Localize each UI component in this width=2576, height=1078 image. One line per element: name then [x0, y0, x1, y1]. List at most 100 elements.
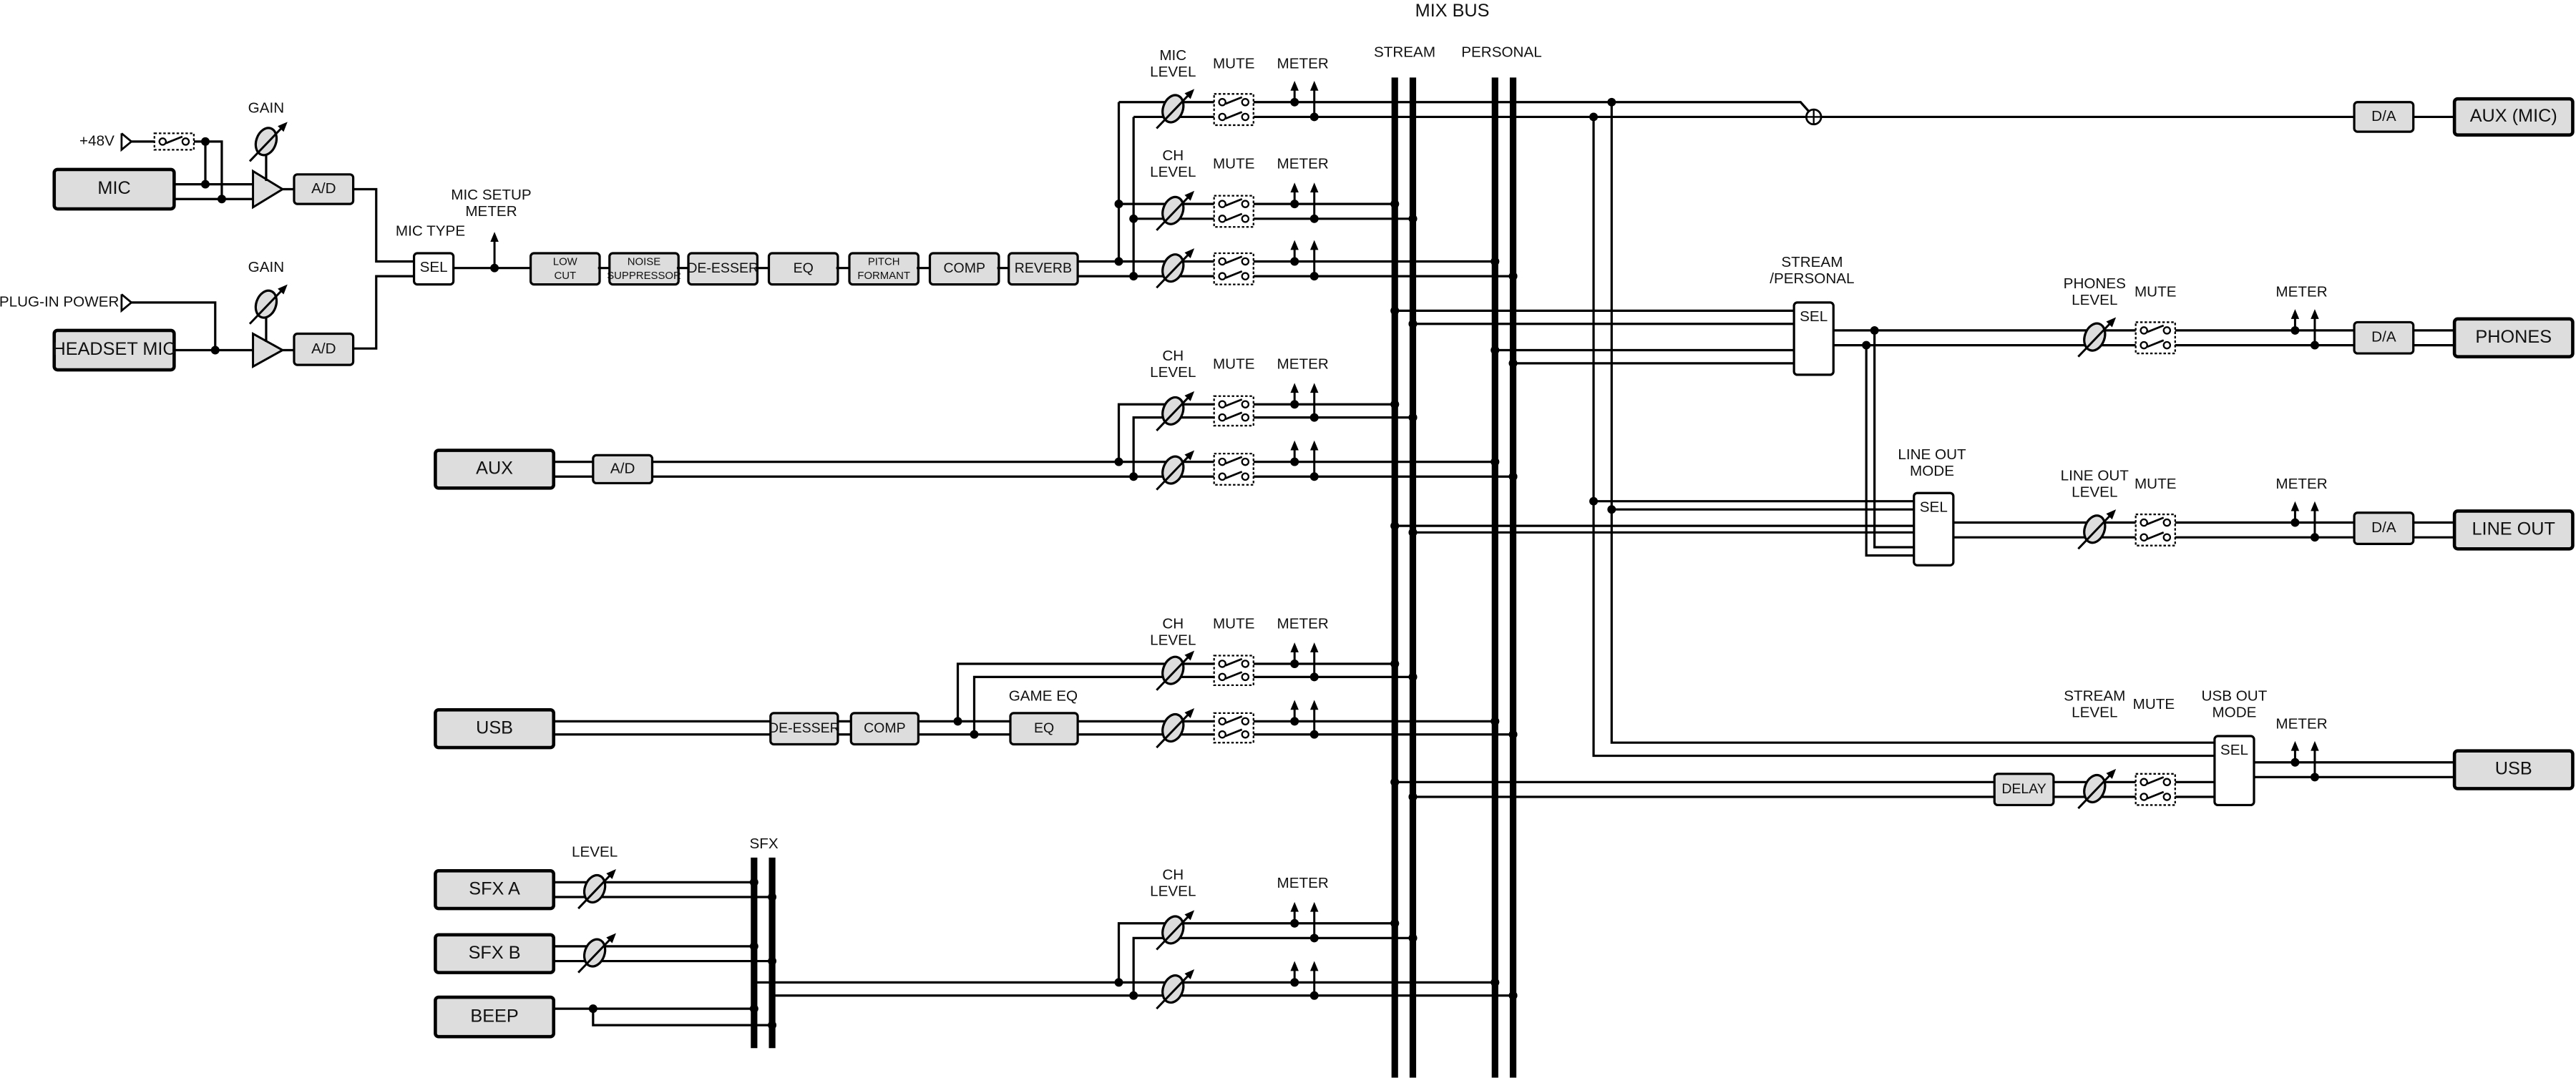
sfx-bus-label: SFX	[750, 836, 779, 852]
amplifier-icon	[252, 331, 285, 368]
mute-switch[interactable]	[153, 132, 195, 151]
mute-switch[interactable]	[2135, 773, 2176, 806]
junction-dot	[1408, 934, 1418, 943]
mute-switch-box[interactable]	[1213, 93, 1254, 127]
mute-switch[interactable]	[1213, 195, 1254, 228]
plugin-power-label: PLUG-IN POWER	[0, 293, 119, 310]
arrow-head	[2290, 740, 2300, 751]
arrow-head	[1184, 89, 1195, 99]
mute-switch-box[interactable]	[1213, 395, 1254, 427]
switch-contact-icon	[1218, 660, 1226, 668]
arrow-head	[1309, 901, 1319, 912]
mute-switch[interactable]	[1213, 93, 1254, 127]
pitch-formant-block-label: PITCH	[868, 256, 900, 268]
mute-switch[interactable]	[2135, 321, 2176, 355]
level-arrow-icon	[1156, 910, 1195, 951]
switch-blade-icon	[2147, 531, 2165, 540]
sfx-a-input-label: SFX A	[469, 878, 520, 898]
arrow-head	[1290, 642, 1299, 652]
arrow-head	[1184, 650, 1195, 661]
power-source-icon	[120, 293, 133, 313]
meter-arrow-icon	[2311, 740, 2319, 778]
meter-arrow-icon	[2290, 740, 2300, 763]
junction-dot	[953, 717, 962, 726]
mute-switch-box[interactable]	[2135, 321, 2176, 355]
switch-contact-icon	[1218, 257, 1226, 266]
mute-switch[interactable]	[1213, 712, 1254, 744]
mute-label: MUTE	[2135, 476, 2177, 492]
junction-dot	[1309, 991, 1319, 1000]
level-arrow-icon	[1156, 450, 1195, 491]
level-arrow-icon	[577, 933, 616, 974]
usb-out-mode-label: MODE	[2212, 704, 2256, 720]
mute-switch[interactable]	[1213, 395, 1254, 427]
da-converter-label: D/A	[2371, 108, 2396, 124]
mute-label: MUTE	[1213, 55, 1255, 72]
junction-dot	[1390, 660, 1400, 668]
level-arrow-icon	[1156, 707, 1195, 749]
mute-switch-box[interactable]	[1213, 655, 1254, 686]
mute-switch-box[interactable]	[1213, 712, 1254, 744]
line-out-mode-selector-label: SEL	[1920, 499, 1948, 515]
ch-level-label: LEVEL	[1150, 632, 1196, 648]
meter-arrow-icon	[1290, 700, 1299, 722]
signal-line	[1117, 403, 1395, 462]
mute-switch[interactable]	[2135, 513, 2176, 547]
switch-contact-icon	[2140, 533, 2148, 542]
meter-label: METER	[2275, 284, 2327, 300]
switch-blade-icon	[1225, 728, 1243, 738]
switch-contact-icon	[1218, 717, 1226, 726]
junction-dot	[1114, 457, 1123, 466]
mute-switch[interactable]	[1213, 252, 1254, 285]
low-cut-block-label: LOW	[553, 256, 578, 268]
meter-label: METER	[1277, 55, 1329, 72]
signal-line	[592, 1009, 773, 1026]
stream-personal-label: /PERSONAL	[1770, 270, 1854, 287]
mute-switch-box[interactable]	[2135, 773, 2176, 806]
da-converter-label: D/A	[2371, 329, 2396, 346]
mute-switch-box[interactable]	[1213, 195, 1254, 228]
switch-contact-icon	[1218, 112, 1226, 122]
switch-contact-icon	[1241, 717, 1250, 726]
stream-level-label: LEVEL	[2072, 704, 2117, 720]
aux-input-label: AUX	[476, 459, 513, 479]
mute-switch-box[interactable]	[153, 132, 195, 151]
gain-label: GAIN	[248, 99, 285, 116]
switch-blade-icon	[1225, 398, 1243, 407]
signal-line	[1132, 936, 1413, 996]
arrow-head	[1290, 383, 1299, 393]
arrow-head	[606, 868, 616, 879]
junction-dot	[588, 1004, 597, 1014]
arrow-head	[2106, 768, 2117, 779]
mute-switch-box[interactable]	[2135, 513, 2176, 547]
arrow-shaft	[1156, 971, 1192, 1010]
arrow-head	[1309, 383, 1319, 393]
arrow-shaft	[1156, 193, 1192, 231]
mute-switch-box[interactable]	[1213, 452, 1254, 486]
arrow-head	[1184, 190, 1195, 201]
switch-contact-icon	[1218, 272, 1226, 280]
usb-output-label: USB	[2495, 759, 2532, 779]
ch-level-label: LEVEL	[1150, 164, 1196, 180]
arrow-head	[1184, 391, 1195, 401]
mic-level-label: LEVEL	[1150, 64, 1196, 80]
meter-arrow-icon	[1290, 901, 1299, 923]
mute-switch-box[interactable]	[1213, 252, 1254, 285]
switch-blade-icon	[2147, 324, 2165, 333]
ad-converter	[592, 454, 654, 485]
arrow-head	[1184, 910, 1195, 921]
game-eq-block	[1009, 712, 1079, 746]
arrow-head	[2311, 309, 2319, 319]
junction-dot	[1508, 358, 1518, 368]
meter-arrow-icon	[1309, 240, 1319, 277]
mute-switch[interactable]	[1213, 655, 1254, 686]
switch-contact-icon	[1218, 98, 1226, 107]
mute-switch[interactable]	[1213, 452, 1254, 486]
signal-line	[1592, 117, 2215, 758]
level-arrow-icon	[1156, 650, 1195, 691]
switch-blade-icon	[165, 135, 183, 144]
switch-contact-icon	[1241, 660, 1250, 668]
switch-contact-icon	[2140, 793, 2148, 801]
junction-dot	[1870, 325, 1879, 335]
